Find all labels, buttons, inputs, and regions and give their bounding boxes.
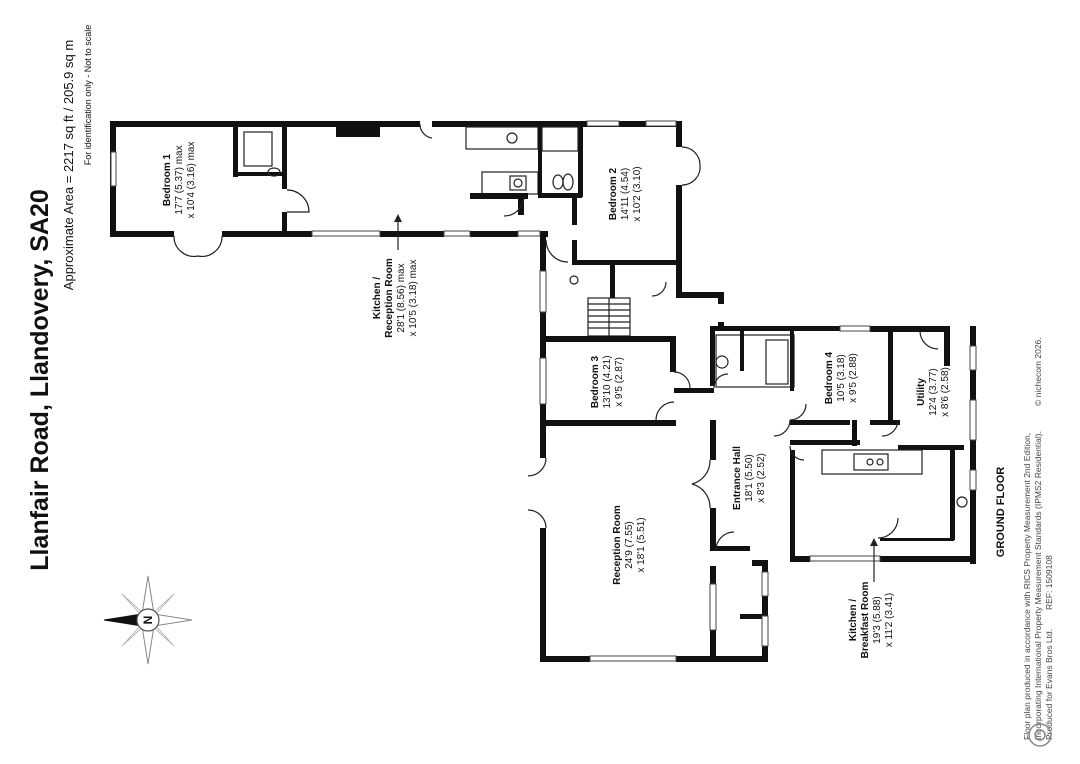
- room-labels: Bedroom 1 17'7 (5.37) max x 10'4 (3.16) …: [162, 142, 951, 659]
- room-kitchen-reception-name2: Reception Room: [384, 258, 395, 338]
- doors: [173, 123, 939, 551]
- room-reception-name: Reception Room: [612, 505, 623, 585]
- footer: Floor plan produced in accordance with R…: [1022, 337, 1054, 740]
- room-entrance-hall-name: Entrance Hall: [732, 446, 743, 510]
- room-kitchen-reception-name: Kitchen /: [372, 277, 383, 319]
- fixtures: [243, 131, 968, 508]
- room-bedroom3-dim1: 13'10 (4.21): [602, 355, 613, 408]
- footer-line3: Produced for Evans Bros Ltd.: [1044, 629, 1054, 740]
- room-kitchen-reception-dim2: x 10'5 (3.18) max: [408, 260, 419, 337]
- room-kitchen-breakfast-name: Kitchen /: [848, 599, 859, 641]
- windows: [110, 120, 977, 662]
- room-bedroom2-dim2: x 10'2 (3.10): [632, 166, 643, 221]
- plan-note: For identification only - Not to scale: [83, 25, 93, 166]
- room-reception-dim2: x 18'1 (5.51): [636, 517, 647, 572]
- walls: [110, 121, 976, 662]
- nichecom-logo: [1028, 723, 1052, 747]
- room-bedroom1-name: Bedroom 1: [162, 153, 173, 206]
- footer-line2: Incorporating International Property Mea…: [1033, 431, 1043, 740]
- room-kitchen-reception-dim1: 28'1 (8.56) max: [396, 263, 407, 332]
- footer-copyright: © nichecom 2026.: [1033, 337, 1043, 406]
- room-kitchen-breakfast-name2: Breakfast Room: [860, 582, 871, 659]
- room-bedroom4-name: Bedroom 4: [824, 351, 835, 404]
- room-entrance-hall-dim2: x 8'3 (2.52): [756, 453, 767, 503]
- room-bedroom2-dim1: 14'11 (4.54): [620, 168, 631, 220]
- plan-area: Approximate Area = 2217 sq ft / 205.9 sq…: [61, 40, 76, 290]
- room-bedroom4-dim1: 10'5 (3.18): [836, 354, 847, 402]
- plan-title: Llanfair Road, Llandovery, SA20: [26, 189, 54, 571]
- room-bedroom4-dim2: x 9'5 (2.88): [848, 353, 859, 403]
- room-utility-name: Utility: [916, 378, 927, 406]
- room-bedroom1-dim2: x 10'4 (3.16) max: [186, 142, 197, 219]
- room-bedroom1-dim1: 17'7 (5.37) max: [174, 145, 185, 214]
- floor-label: GROUND FLOOR: [995, 467, 1007, 557]
- room-bedroom2-name: Bedroom 2: [608, 167, 619, 220]
- room-kitchen-breakfast-dim2: x 11'2 (3.41): [884, 593, 895, 648]
- footer-ref: REF: 1509108: [1044, 555, 1054, 610]
- room-bedroom3-name: Bedroom 3: [590, 355, 601, 408]
- footer-line1: Floor plan produced in accordance with R…: [1022, 433, 1032, 740]
- room-utility-dim1: 12'4 (3.77): [928, 368, 939, 416]
- room-utility-dim2: x 8'6 (2.58): [940, 367, 951, 417]
- compass-label: N: [141, 616, 155, 625]
- room-kitchen-breakfast-dim1: 19'3 (5.88): [872, 596, 883, 644]
- room-reception-dim1: 24'9 (7.55): [624, 521, 635, 569]
- compass-icon: N: [103, 575, 193, 665]
- room-bedroom3-dim2: x 9'5 (2.87): [614, 357, 625, 407]
- room-entrance-hall-dim1: 18'1 (5.50): [744, 454, 755, 502]
